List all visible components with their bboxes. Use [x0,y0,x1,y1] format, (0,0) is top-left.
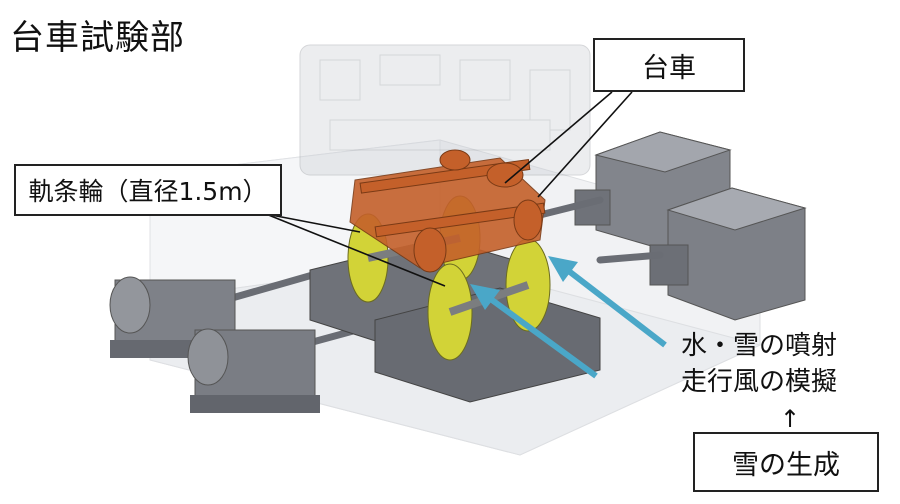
callout-leaders [265,91,633,287]
label-water-snow-spray: 水・雪の噴射 [681,331,838,361]
label-snow-generation: 雪の生成 [693,432,879,492]
spray-arrows [470,256,667,379]
label-wheelset: 軌条輪（直径1.5m） [14,164,282,216]
label-running-wind: 走行風の模擬 [681,367,838,397]
bogie-frame [349,149,546,273]
gearbox-right-front [649,187,807,321]
ghost-car-body [299,44,591,176]
up-arrow-icon: ↑ [780,405,801,433]
page-title: 台車試験部 [10,18,185,58]
label-bogie: 台車 [593,38,745,92]
motor-left-front [187,328,320,413]
